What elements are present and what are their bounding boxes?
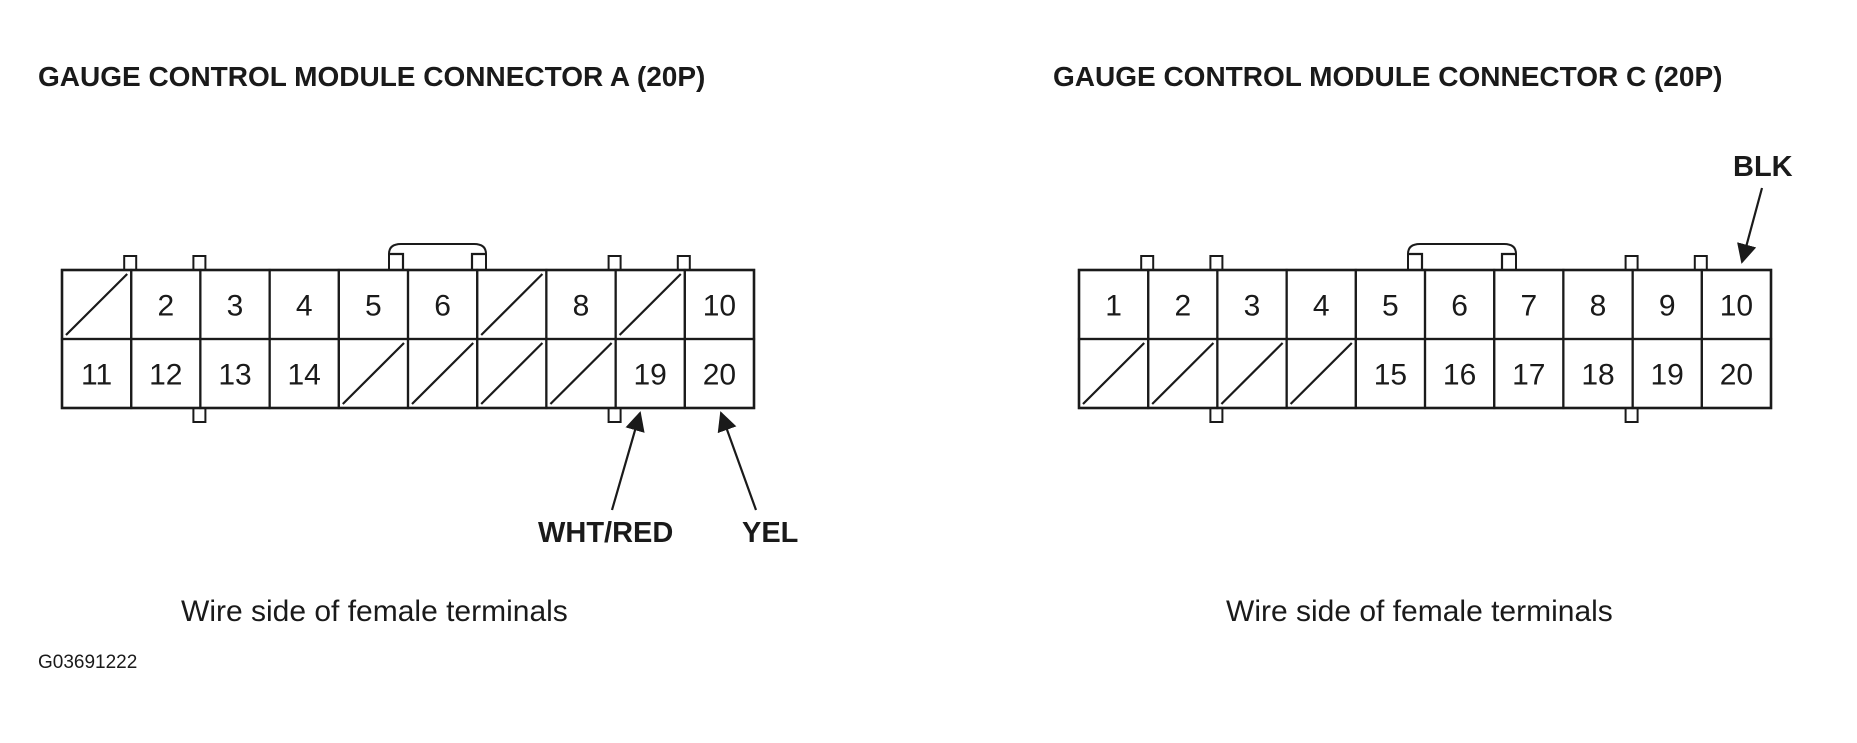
terminal-number: 5 [365,290,382,323]
locating-tab [123,255,138,271]
terminal-number: 6 [434,290,451,323]
wire-arrow-blk [1737,187,1764,264]
locating-tab [192,407,207,423]
latch-detail [389,252,486,270]
unused-terminal-slash [480,273,544,336]
wire-label-wht-red: WHT/RED [538,517,673,549]
terminal-number: 4 [296,290,313,323]
terminal-cell-border [683,337,756,410]
terminal-number: 1 [1105,290,1122,323]
latch-detail [1408,252,1516,270]
terminal-number: 17 [1512,359,1545,392]
terminal-number: 19 [634,359,667,392]
locating-tab [676,255,691,271]
wire-arrow-yel [717,411,758,511]
terminal-number: 12 [149,359,182,392]
terminal-number: 9 [1659,290,1676,323]
unused-terminal-slash [411,342,474,405]
terminal-number: 6 [1451,290,1468,323]
unused-terminal-slash [1151,342,1215,405]
terminal-cell: 10 [683,268,756,341]
connector-c-terminals: 1 2 3 4 5 6 7 8 9 10 15 16 17 18 19 20 [1077,268,1773,410]
unused-terminal-slash [549,342,613,405]
terminal-number: 20 [703,359,736,392]
unused-terminal-slash [618,273,682,336]
terminal-number: 8 [1590,290,1607,323]
locating-tab [192,255,207,271]
locating-tab [1693,255,1708,271]
terminal-number: 4 [1313,290,1330,323]
wire-label-blk: BLK [1733,151,1793,183]
locating-tab [607,407,622,423]
connector-a-caption: Wire side of female terminals [181,595,568,628]
terminal-cell: 16 [1423,337,1496,410]
terminal-number: 20 [1720,359,1753,392]
connector-c: GAUGE CONTROL MODULE CONNECTOR C (20P) 1… [1053,61,1793,628]
wire-label-yel: YEL [742,517,798,549]
locating-tab [1209,407,1224,423]
terminal-number: 8 [573,290,590,323]
terminal-number: 18 [1581,359,1614,392]
terminal-number: 3 [1244,290,1261,323]
connector-c-title: GAUGE CONTROL MODULE CONNECTOR C (20P) [1053,61,1722,92]
locating-tab [607,255,622,271]
unused-terminal-slash [1289,342,1353,405]
unused-terminal-slash [480,342,544,405]
terminal-number: 11 [81,359,112,392]
terminal-cell: 20 [683,337,756,410]
terminal-number: 7 [1520,290,1537,323]
terminal-number: 10 [703,290,736,323]
terminal-number: 2 [157,290,174,323]
terminal-number: 14 [288,359,321,392]
figure-id: G03691222 [38,652,137,673]
unused-terminal-slash [342,342,405,405]
terminal-number: 5 [1382,290,1399,323]
connector-c-wires: BLK [1733,151,1793,264]
locating-tab [1624,407,1639,423]
terminal-number: 16 [1443,359,1476,392]
terminal-number: 3 [227,290,244,323]
wire-arrow-wht-red [610,411,645,511]
unused-terminal-slash [1082,342,1145,405]
connector-a-terminals: 2 3 4 5 6 8 10 11 12 13 14 19 20 [60,268,756,410]
unused-terminal-slash [65,273,128,336]
terminal-cell-border [1700,337,1773,410]
terminal-number: 13 [218,359,251,392]
latch-icon [388,243,487,270]
terminal-number: 15 [1374,359,1407,392]
locating-tab [1209,255,1224,271]
terminal-number: 10 [1720,290,1753,323]
latch-icon [1407,243,1517,270]
terminal-cell: 19 [1631,337,1703,410]
connector-a-wires: WHT/RED YEL [538,411,798,549]
terminal-number: 19 [1651,359,1684,392]
terminal-cell: 20 [1700,337,1773,410]
terminal-number: 2 [1174,290,1191,323]
connector-a-title: GAUGE CONTROL MODULE CONNECTOR A (20P) [38,61,705,92]
locating-tab [1624,255,1639,271]
connector-a: GAUGE CONTROL MODULE CONNECTOR A (20P) 2… [38,61,798,628]
locating-tab [1140,255,1155,271]
connector-c-caption: Wire side of female terminals [1226,595,1613,628]
unused-terminal-slash [1220,342,1284,405]
